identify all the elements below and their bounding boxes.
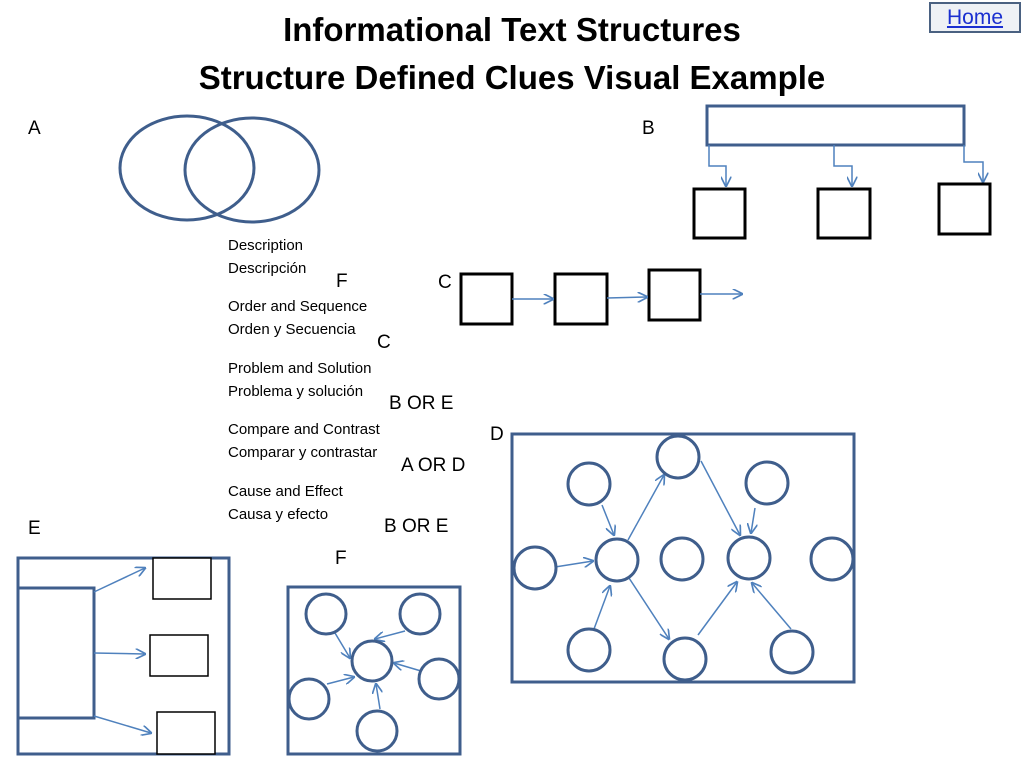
desc-arrow <box>334 632 350 658</box>
ps-result-box <box>156 711 216 755</box>
desc-arrow <box>394 663 422 672</box>
structure-answer: A OR D <box>401 455 466 476</box>
web-arrow <box>697 582 737 636</box>
web-arrow <box>700 460 740 535</box>
desc-arrow <box>326 677 354 685</box>
structure-name-en: Compare and Contrast <box>228 421 380 438</box>
structure-name-es: Descripción <box>228 260 307 277</box>
web-node <box>566 627 612 673</box>
structure-answer: B OR E <box>389 393 454 414</box>
web-node <box>809 536 855 582</box>
desc-arrow <box>376 684 380 710</box>
web-arrow <box>593 586 610 630</box>
desc-node <box>417 657 461 701</box>
structure-name-es: Orden y Secuencia <box>228 321 356 338</box>
web-arrow <box>751 507 755 533</box>
desc-node <box>304 592 348 636</box>
structure-name-en: Problem and Solution <box>228 360 372 377</box>
web-arrow <box>628 577 669 639</box>
ps-result-box <box>149 634 209 677</box>
web-node <box>594 537 640 583</box>
desc-node <box>398 592 442 636</box>
ps-arrow <box>93 653 145 654</box>
hierarchy-arrow <box>708 145 726 186</box>
problem-solution-diagram <box>16 556 231 756</box>
web-node <box>769 629 815 675</box>
ps-arrow <box>93 715 151 733</box>
desc-arrow <box>375 630 406 639</box>
web-node <box>726 535 772 581</box>
page-subtitle: Structure Defined Clues Visual Example <box>198 59 826 96</box>
visual-label-b: B <box>642 118 655 139</box>
ps-main-box <box>16 586 96 720</box>
hierarchy-arrow <box>833 145 852 186</box>
page-title: Informational Text Structures <box>283 11 741 48</box>
web-node <box>659 536 705 582</box>
desc-center-node <box>350 639 394 683</box>
structure-name-en: Order and Sequence <box>228 298 368 315</box>
hierarchy-arrow <box>963 145 983 182</box>
structure-name-es: Comparar y contrastar <box>228 444 378 461</box>
venn-circle-right <box>183 116 321 224</box>
desc-node <box>287 677 331 721</box>
structure-answer: B OR E <box>384 516 449 537</box>
structure-name-en: Description <box>228 237 304 254</box>
hierarchy-child-box <box>692 187 747 240</box>
web-node <box>744 460 790 506</box>
web-diagram <box>510 432 856 684</box>
web-frame <box>510 432 856 684</box>
hierarchy-diagram <box>692 104 992 240</box>
hierarchy-top-box <box>705 104 966 147</box>
sequence-box <box>553 272 609 326</box>
sequence-box <box>647 268 702 322</box>
venn-circle-left <box>118 114 256 222</box>
sequence-box <box>459 272 514 326</box>
sequence-diagram <box>459 268 742 326</box>
visual-label-a: A <box>28 118 41 139</box>
web-node <box>512 545 558 591</box>
web-arrow <box>627 475 664 541</box>
hierarchy-child-box <box>816 187 872 240</box>
home-link[interactable]: Home <box>929 2 1021 33</box>
web-node <box>655 434 701 480</box>
visual-label-e: E <box>28 518 41 539</box>
venn-diagram <box>118 114 321 224</box>
desc-frame <box>286 585 462 756</box>
description-diagram <box>286 585 462 756</box>
visual-label-d: D <box>490 424 504 445</box>
desc-node <box>355 709 399 753</box>
structure-name-en: Cause and Effect <box>228 483 343 500</box>
web-node <box>662 636 708 682</box>
web-arrow <box>752 583 792 630</box>
ps-arrow <box>93 568 145 593</box>
visual-label-f: F <box>335 548 347 569</box>
visual-label-c: C <box>438 272 452 293</box>
structure-answer: C <box>377 332 391 353</box>
structure-name-es: Causa y efecto <box>228 506 329 523</box>
web-node <box>566 461 612 507</box>
web-arrow <box>601 504 614 535</box>
hierarchy-child-box <box>937 182 992 236</box>
web-arrow <box>554 561 593 568</box>
structure-name-es: Problema y solución <box>228 383 364 400</box>
sequence-arrow <box>606 297 647 298</box>
structure-answer: F <box>336 271 348 292</box>
ps-result-box <box>152 557 212 600</box>
